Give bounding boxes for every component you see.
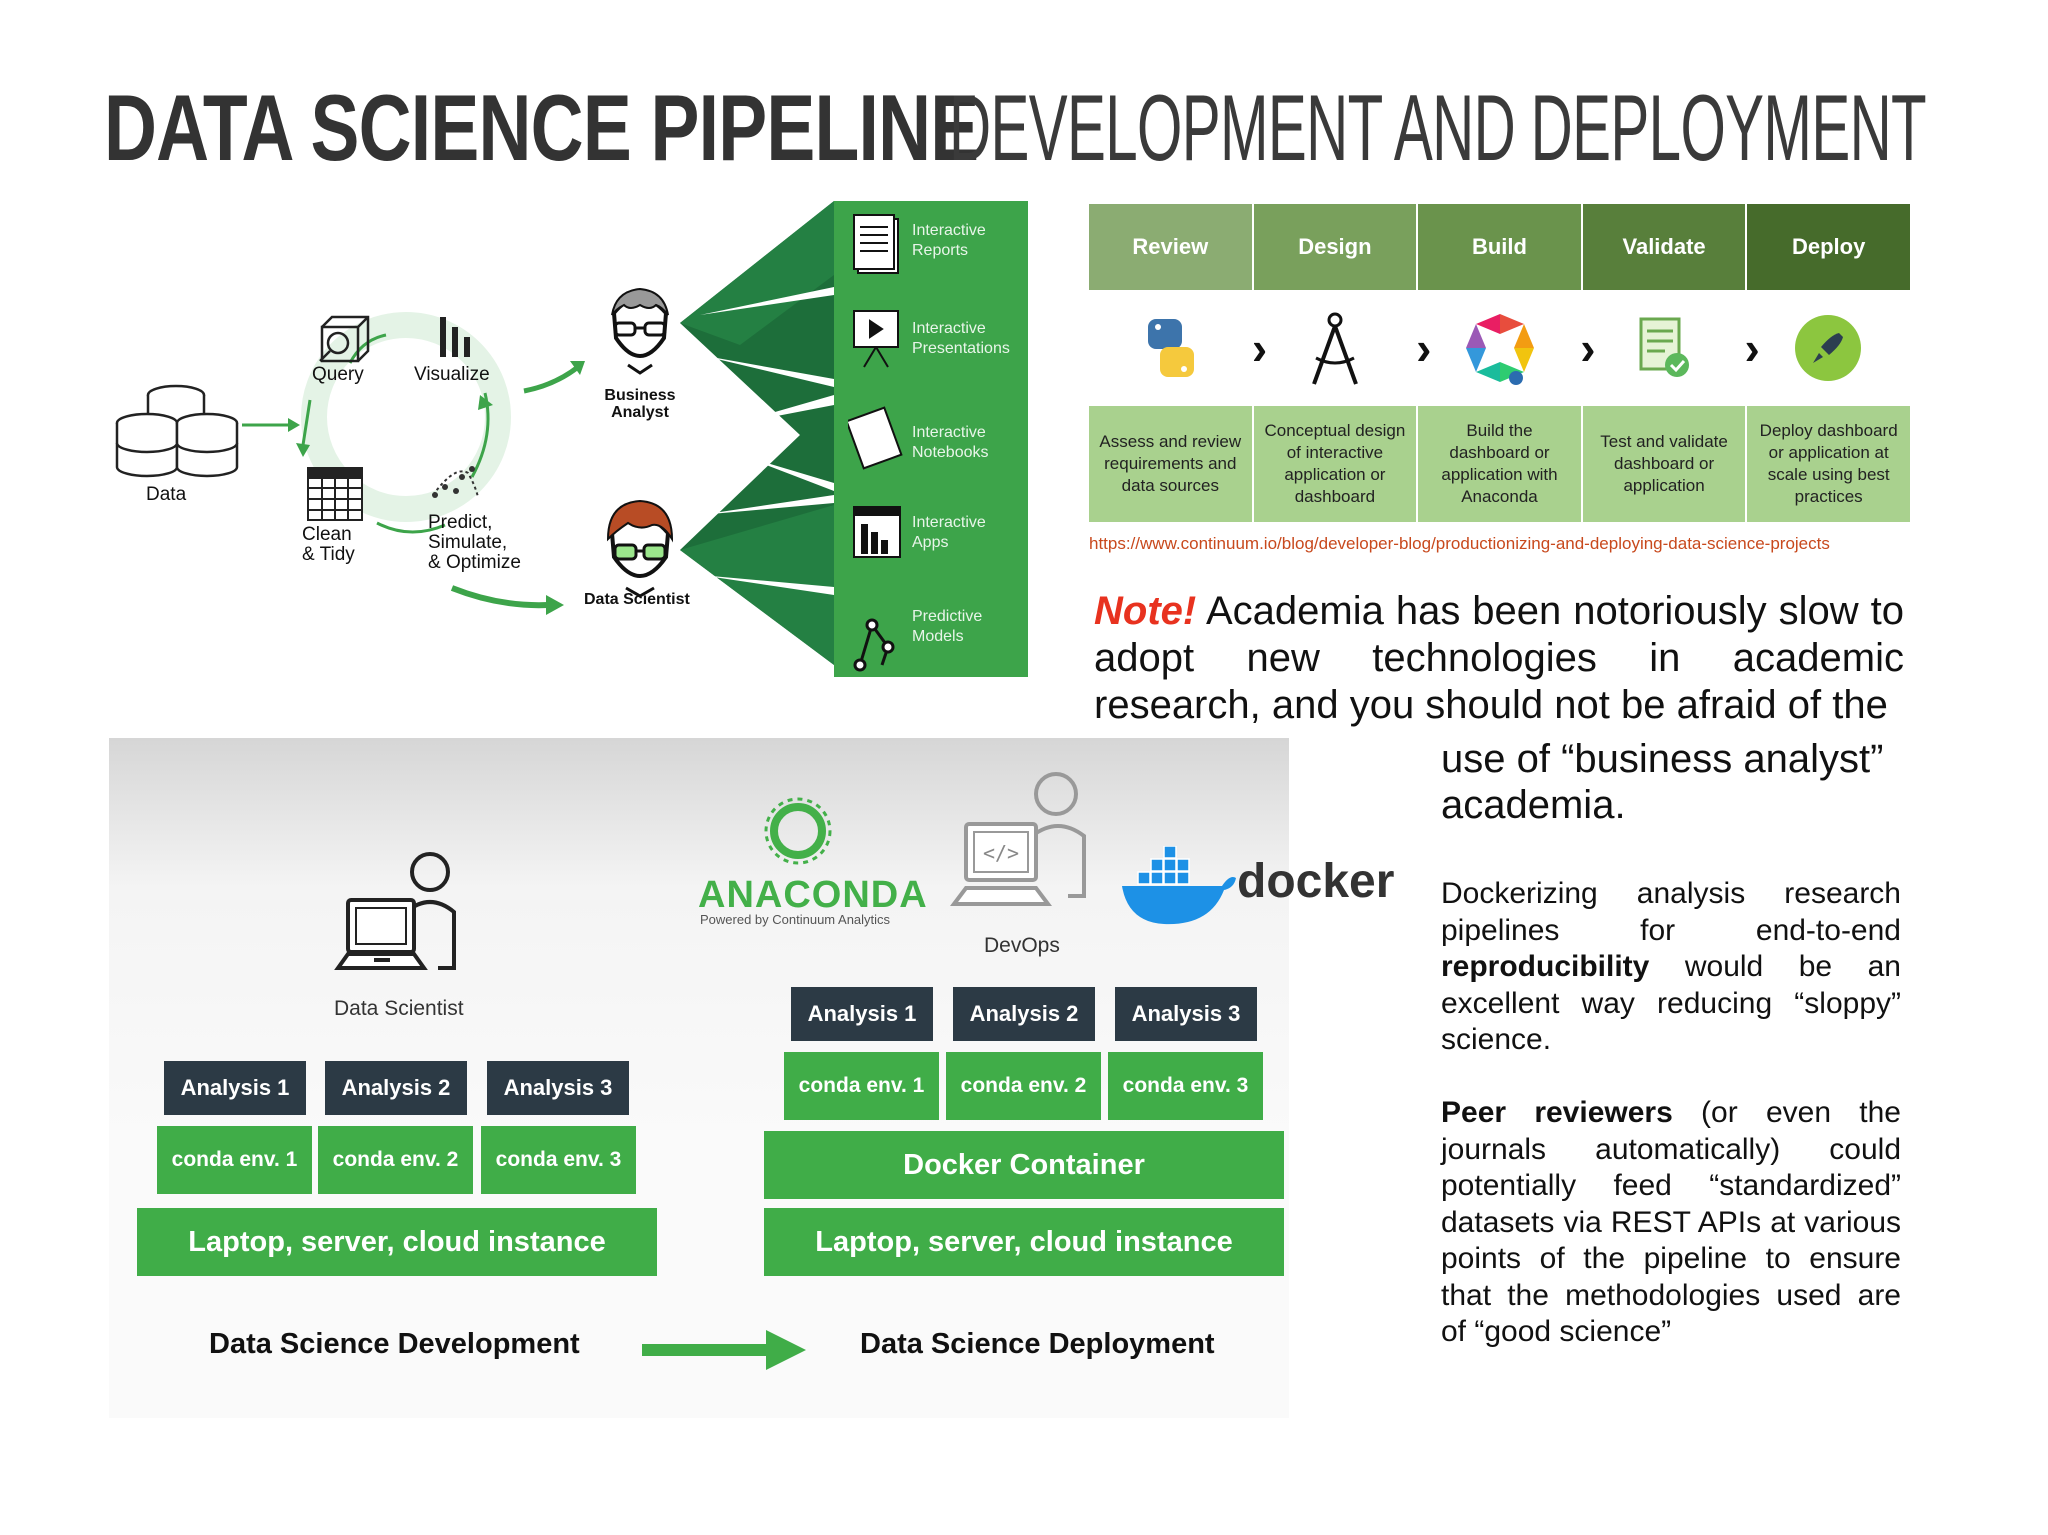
clean-label: Clean & Tidy: [302, 525, 355, 565]
dev-analysis-1: Analysis 1: [164, 1061, 306, 1115]
rocket-icon: [1746, 313, 1910, 383]
stage-review-desc: Assess and review requirements and data …: [1089, 406, 1254, 522]
output-models-line-1: Predictive: [912, 608, 983, 625]
bottom-data-scientist-label: Data Scientist: [334, 997, 464, 1020]
dep-conda-env-3: conda env. 3: [1108, 1052, 1263, 1120]
note-continued: use of “business analyst” academia.: [1441, 737, 1884, 827]
output-notebooks-line-2: Notebooks: [912, 444, 989, 461]
stage-validate-header: Validate: [1582, 204, 1748, 290]
output-icons: [848, 214, 903, 672]
para1-end: would be an excellent way reducing “slop…: [1441, 950, 1901, 1056]
note-paragraph: Note! Academia has been notoriously slow…: [1094, 588, 1904, 729]
stage-design-desc: Conceptual design of interactive applica…: [1254, 406, 1419, 522]
analyst-line-2: Analyst: [611, 404, 669, 421]
output-presentations-line-2: Presentations: [912, 340, 1010, 357]
stages-descriptions: Assess and review requirements and data …: [1089, 406, 1910, 522]
query-label: Query: [312, 364, 364, 385]
docker-wordmark: docker: [1237, 855, 1395, 908]
stage-deploy-desc: Deploy dashboard or application at scale…: [1759, 421, 1898, 506]
stage-build-desc: Build the dashboard or application with …: [1418, 406, 1583, 522]
dep-analysis-2: Analysis 2: [953, 987, 1095, 1041]
dep-title: Data Science Deployment: [860, 1328, 1215, 1360]
output-reports-line-2: Reports: [912, 242, 969, 259]
anaconda-subtitle: Powered by Continuum Analytics: [700, 912, 891, 927]
business-analyst-label: Business Analyst: [600, 387, 680, 421]
chevron-right-icon: ›: [1251, 322, 1268, 374]
para1-start: Dockerizing analysis research pipelines …: [1441, 877, 1901, 947]
visualize-label: Visualize: [414, 364, 490, 385]
dev-analysis-3: Analysis 3: [487, 1061, 629, 1115]
output-models-line-2: Models: [912, 628, 964, 645]
dep-docker-container: Docker Container: [764, 1131, 1284, 1199]
anaconda-logo-icon: [764, 797, 832, 865]
docker-whale-icon: [1122, 846, 1236, 925]
data-scientist-icon: [334, 852, 456, 970]
title-light: DEVELOPMENT AND DEPLOYMENT: [949, 75, 1927, 180]
compass-icon: ›: [1253, 308, 1431, 388]
clean-line-1: Clean: [302, 524, 352, 545]
stage-deploy-header: Deploy: [1747, 204, 1910, 290]
dev-base-infrastructure: Laptop, server, cloud instance: [137, 1208, 657, 1276]
analyst-line-1: Business: [604, 387, 676, 404]
arrow-right-icon: [642, 1330, 806, 1370]
dev-conda-env-1: conda env. 1: [157, 1126, 312, 1194]
dep-analysis-3: Analysis 3: [1115, 987, 1257, 1041]
output-reports-line-1: Interactive: [912, 222, 986, 239]
predict-label: Predict, Simulate, & Optimize: [428, 513, 521, 573]
dep-analysis-1: Analysis 1: [791, 987, 933, 1041]
chevron-right-icon: ›: [1744, 322, 1760, 374]
stage-review-header: Review: [1089, 204, 1254, 290]
stage-design-header: Design: [1253, 204, 1419, 290]
note-text: Academia has been notoriously slow to ad…: [1094, 589, 1904, 727]
pipeline-cycle-diagram: Data Query Visualize Clean & Tidy Predic…: [100, 195, 1040, 685]
para1-bold: reproducibility: [1441, 950, 1650, 983]
note-label: Note!: [1094, 589, 1197, 633]
devops-label: DevOps: [984, 934, 1060, 957]
title-bold: DATA SCIENCE PIPELINE: [104, 75, 979, 180]
docker-paragraph: Dockerizing analysis research pipelines …: [1441, 876, 1901, 1059]
clean-line-2: & Tidy: [302, 544, 355, 565]
para2-bold: Peer reviewers: [1441, 1096, 1673, 1129]
data-label: Data: [146, 484, 187, 505]
para2-end: (or even the journals automatically) cou…: [1441, 1096, 1901, 1348]
predict-line-3: & Optimize: [428, 552, 521, 573]
predict-line-2: Simulate,: [428, 532, 508, 553]
output-notebooks-line-1: Interactive: [912, 424, 986, 441]
anaconda-wordmark: ANACONDA: [698, 874, 928, 916]
data-scientist-label: Data Scientist: [584, 591, 690, 608]
stages-table: Review Design Build Validate Deploy › › …: [1089, 204, 1910, 522]
svg-text:</>: </>: [983, 841, 1019, 865]
page-title: DATA SCIENCE PIPELINEDEVELOPMENT AND DEP…: [104, 74, 2048, 180]
stage-validate-desc: Test and validate dashboard or applicati…: [1583, 406, 1748, 522]
dep-conda-env-2: conda env. 2: [946, 1052, 1101, 1120]
output-presentations-line-1: Interactive: [912, 320, 986, 337]
predict-line-1: Predict,: [428, 512, 493, 533]
checklist-icon: ›: [1582, 313, 1760, 383]
stages-header: Review Design Build Validate Deploy: [1089, 204, 1910, 290]
devops-icon: </>: [950, 772, 1086, 906]
chevron-right-icon: ›: [1416, 322, 1432, 374]
dev-conda-env-3: conda env. 3: [481, 1126, 636, 1194]
cycle-graphics: [115, 201, 834, 665]
dep-conda-env-1: conda env. 1: [784, 1052, 939, 1120]
anaconda-icon: ›: [1417, 308, 1596, 388]
output-apps-line-2: Apps: [912, 534, 949, 551]
stage-build-header: Build: [1418, 204, 1583, 290]
python-icon: ›: [1089, 313, 1267, 383]
dep-base-infrastructure: Laptop, server, cloud instance: [764, 1208, 1284, 1276]
dev-title: Data Science Development: [209, 1328, 580, 1360]
source-link[interactable]: https://www.continuum.io/blog/developer-…: [1089, 534, 1830, 553]
chevron-right-icon: ›: [1580, 322, 1596, 374]
stages-icons: › › › ›: [1089, 290, 1910, 406]
dev-conda-env-2: conda env. 2: [318, 1126, 473, 1194]
dev-analysis-2: Analysis 2: [325, 1061, 467, 1115]
peer-review-paragraph: Peer reviewers (or even the journals aut…: [1441, 1095, 1901, 1351]
output-apps-line-1: Interactive: [912, 514, 986, 531]
